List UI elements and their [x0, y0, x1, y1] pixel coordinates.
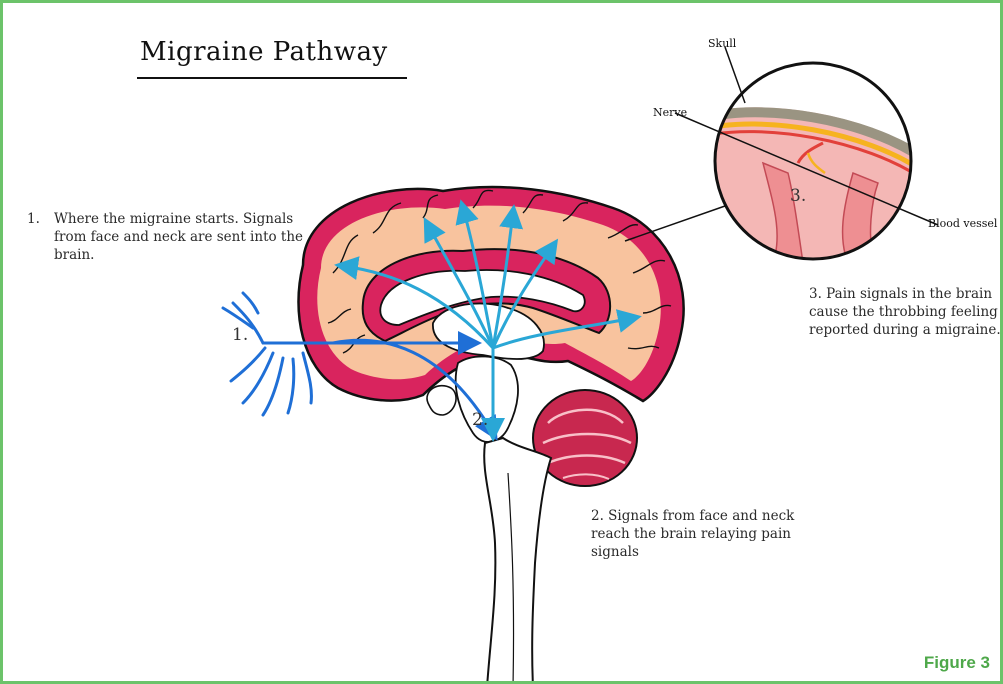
- step-3-note: 3. Pain signals in the brain cause the t…: [809, 285, 1003, 339]
- title-underline: [137, 77, 407, 79]
- marker-1: 1.: [232, 325, 248, 345]
- migraine-diagram: [3, 3, 1003, 684]
- figure-caption: Figure 3: [924, 653, 990, 673]
- pituitary: [427, 386, 456, 415]
- marker-3: 3.: [790, 186, 806, 206]
- cerebellum: [533, 390, 637, 486]
- step-1-text: Where the migraine starts. Signals from …: [54, 210, 304, 264]
- label-skull: Skull: [708, 37, 736, 50]
- magnified-lens: [703, 63, 923, 263]
- brainstem: [484, 438, 551, 684]
- label-blood-vessel: Blood vessel: [928, 217, 997, 230]
- step-1-number: 1.: [27, 210, 40, 228]
- page-title: Migraine Pathway: [140, 37, 388, 67]
- marker-2: 2.: [472, 410, 488, 430]
- step-2-note: 2. Signals from face and neck reach the …: [591, 507, 831, 561]
- label-nerve: Nerve: [653, 106, 687, 119]
